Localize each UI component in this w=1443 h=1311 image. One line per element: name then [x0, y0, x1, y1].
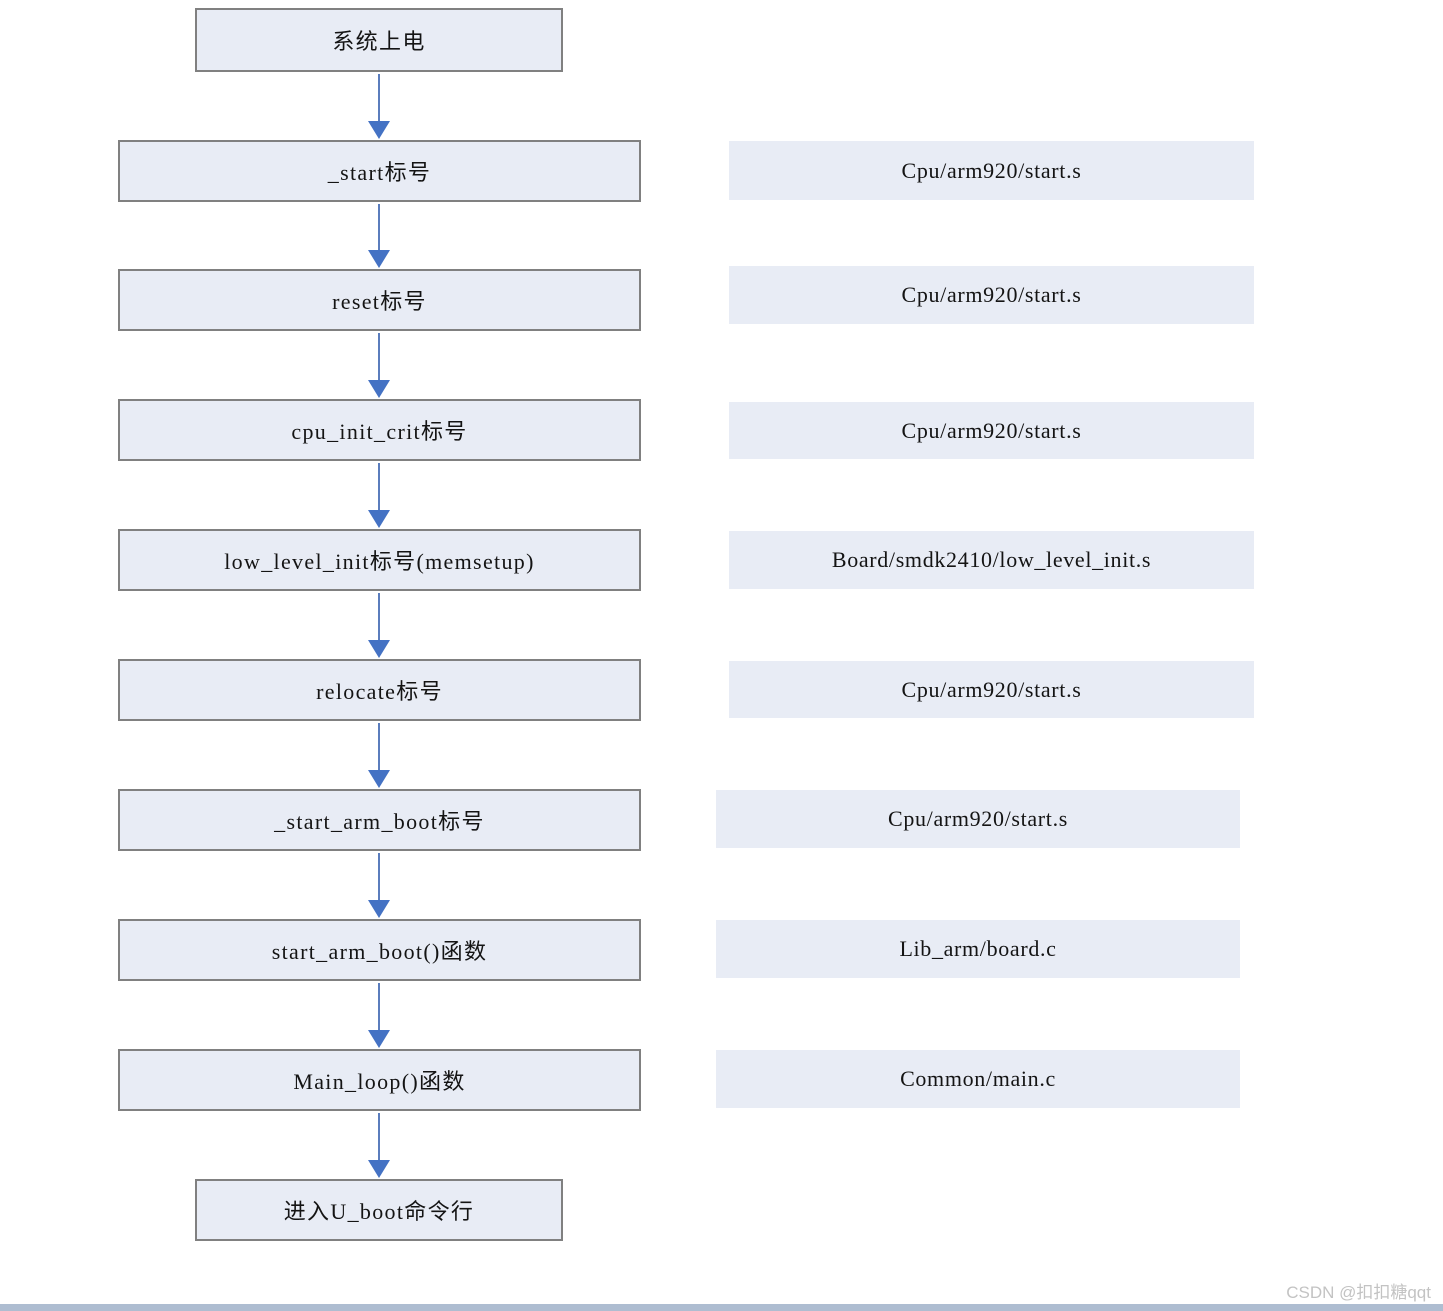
- flow-step-start-arm-boot-function: start_arm_boot()函数: [118, 919, 641, 981]
- source-file-box-start-arm-boot-label: Cpu/arm920/start.s: [716, 790, 1240, 848]
- arrow-line: [378, 1113, 380, 1160]
- csdn-watermark: CSDN @扣扣糖qqt: [1286, 1283, 1431, 1302]
- source-file-box-main-loop: Common/main.c: [716, 1050, 1240, 1108]
- arrow-head-icon: [368, 1030, 390, 1048]
- flow-step-uboot-command-line: 进入U_boot命令行: [195, 1179, 563, 1241]
- flow-step-cpu-init-crit-label: cpu_init_crit标号: [118, 399, 641, 461]
- flow-step-reset-label: reset标号: [118, 269, 641, 331]
- down-arrow-3: [368, 333, 390, 398]
- arrow-head-icon: [368, 250, 390, 268]
- flow-step-main-loop-function: Main_loop()函数: [118, 1049, 641, 1111]
- down-arrow-7: [368, 853, 390, 918]
- down-arrow-9: [368, 1113, 390, 1178]
- flow-step-start-label: _start标号: [118, 140, 641, 202]
- flow-step-system-power-on: 系统上电: [195, 8, 563, 72]
- footer-bar: [0, 1304, 1443, 1311]
- down-arrow-4: [368, 463, 390, 528]
- down-arrow-8: [368, 983, 390, 1048]
- arrow-line: [378, 204, 380, 250]
- source-file-box-start: Cpu/arm920/start.s: [729, 141, 1254, 200]
- arrow-head-icon: [368, 900, 390, 918]
- flow-step-start-arm-boot-label: _start_arm_boot标号: [118, 789, 641, 851]
- down-arrow-1: [368, 74, 390, 139]
- arrow-head-icon: [368, 1160, 390, 1178]
- arrow-line: [378, 333, 380, 380]
- source-file-box-start-arm-boot-function: Lib_arm/board.c: [716, 920, 1240, 978]
- down-arrow-6: [368, 723, 390, 788]
- arrow-head-icon: [368, 770, 390, 788]
- down-arrow-2: [368, 204, 390, 268]
- arrow-line: [378, 723, 380, 770]
- arrow-line: [378, 593, 380, 640]
- arrow-line: [378, 983, 380, 1030]
- arrow-line: [378, 463, 380, 510]
- arrow-head-icon: [368, 380, 390, 398]
- flow-step-low-level-init-label: low_level_init标号(memsetup): [118, 529, 641, 591]
- flow-step-relocate-label: relocate标号: [118, 659, 641, 721]
- source-file-box-low-level-init: Board/smdk2410/low_level_init.s: [729, 531, 1254, 589]
- source-file-box-reset: Cpu/arm920/start.s: [729, 266, 1254, 324]
- source-file-box-relocate: Cpu/arm920/start.s: [729, 661, 1254, 718]
- arrow-line: [378, 853, 380, 900]
- source-file-box-cpu-init-crit: Cpu/arm920/start.s: [729, 402, 1254, 459]
- arrow-head-icon: [368, 510, 390, 528]
- arrow-head-icon: [368, 121, 390, 139]
- down-arrow-5: [368, 593, 390, 658]
- arrow-line: [378, 74, 380, 121]
- arrow-head-icon: [368, 640, 390, 658]
